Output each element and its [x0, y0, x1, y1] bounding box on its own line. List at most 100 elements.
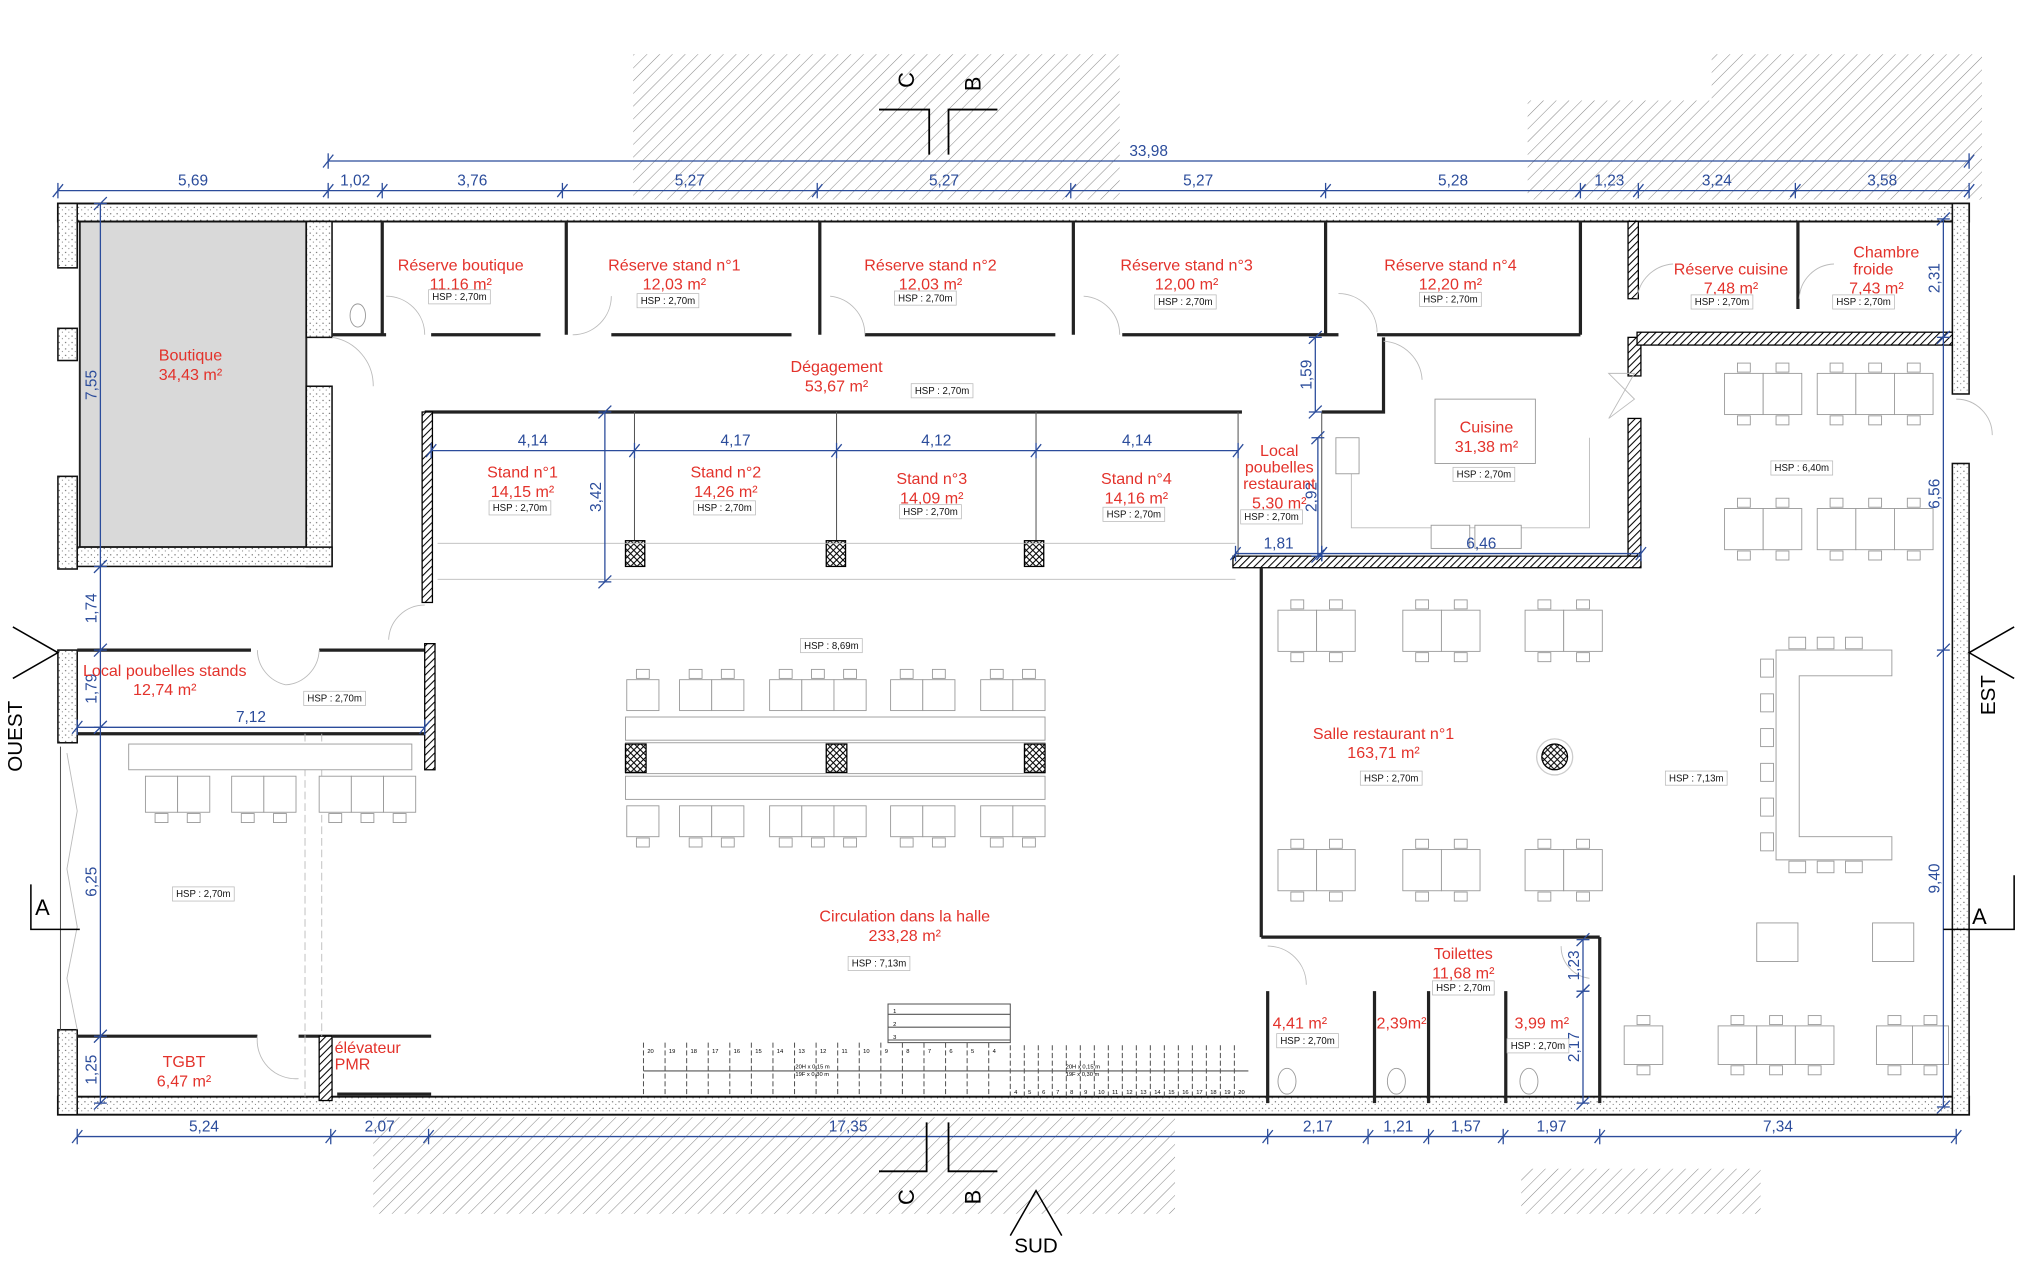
- room-name: restaurant: [1243, 475, 1316, 493]
- chair: [186, 813, 201, 823]
- stair-spec-run: 19F x 0,30 m: [795, 1072, 829, 1078]
- stair-step-number: 12: [820, 1049, 826, 1055]
- interior-walls: [77, 220, 1954, 1104]
- room-area: 3,99 m²: [1515, 1014, 1570, 1032]
- boutique-area[interactable]: [78, 220, 308, 549]
- room-halle-tables[interactable]: HSP : 8,69m: [800, 638, 863, 654]
- chair: [1636, 1065, 1651, 1076]
- chair: [1576, 838, 1590, 849]
- chair: [273, 813, 287, 823]
- poubelles-width-dimension: 1,81: [1264, 535, 1294, 552]
- degagement-width-dimension: 1,59: [1298, 360, 1315, 390]
- table: [1816, 497, 1934, 561]
- chair: [1576, 652, 1590, 663]
- toilettes-hall-dimension: 1,23: [1566, 950, 1583, 980]
- room-area: 31,38 m²: [1455, 438, 1519, 456]
- ceiling-height-label: HSP : 2,70m: [1244, 512, 1298, 523]
- table: [231, 775, 297, 823]
- toilet: [1519, 1067, 1539, 1095]
- ceiling-height-label: HSP : 2,70m: [898, 293, 952, 304]
- table: [1402, 838, 1481, 902]
- chair: [1022, 668, 1036, 679]
- chair: [1829, 362, 1844, 373]
- ceiling-height-box: [303, 690, 366, 706]
- room-area: 163,71 m²: [1347, 744, 1420, 762]
- chair: [1537, 891, 1552, 902]
- chair: [1329, 599, 1343, 610]
- ceiling-height-box: [172, 886, 235, 902]
- chair: [1906, 550, 1921, 561]
- room-area: 12,00 m²: [1155, 276, 1219, 294]
- chair: [1829, 497, 1844, 508]
- chair: [1736, 415, 1751, 426]
- toilettes-depth-dimension: 2,17: [1566, 1032, 1583, 1062]
- room-wc-2[interactable]: 2,39m²: [1377, 1014, 1428, 1032]
- ceiling-height-box: [1690, 294, 1754, 310]
- chair: [843, 668, 857, 679]
- room-salle-restaurant-est[interactable]: HSP : 7,13m: [1664, 770, 1728, 786]
- chair: [1868, 550, 1883, 561]
- bottom-dimension: 1,21: [1383, 1118, 1413, 1135]
- chair: [1923, 1065, 1938, 1076]
- chair: [1290, 652, 1305, 663]
- ceiling-height-box: [1770, 460, 1834, 476]
- room-espace-ouest[interactable]: HSP : 2,70m: [172, 886, 235, 902]
- room-area: 11,16 m²: [430, 276, 493, 294]
- ceiling-height-box: [1154, 294, 1217, 310]
- room-area: 14,16 m²: [1105, 489, 1169, 507]
- stair-step-number: 13: [798, 1049, 804, 1055]
- chair: [1576, 891, 1590, 902]
- top-dimension: 5,27: [675, 172, 705, 189]
- room-name: Circulation dans la halle: [819, 908, 990, 926]
- table: [1816, 362, 1934, 426]
- ceiling-height-box: [1276, 1033, 1339, 1049]
- chair: [1636, 1015, 1651, 1026]
- local-stands-width-dimension: 7,12: [236, 709, 266, 726]
- ceiling-height-box: [693, 500, 756, 516]
- room-name: Réserve stand n°3: [1120, 256, 1253, 274]
- toilet: [1277, 1067, 1297, 1095]
- chair: [778, 668, 793, 679]
- ceiling-height-label: HSP : 2,70m: [176, 889, 230, 900]
- room-salle-est[interactable]: HSP : 6,40m: [1770, 460, 1834, 476]
- room-name: Cuisine: [1460, 419, 1514, 437]
- section-a-west: A: [35, 895, 50, 920]
- ceiling-height-label: HSP : 2,70m: [1364, 773, 1418, 784]
- ceiling-height-label: HSP : 2,70m: [1695, 297, 1749, 308]
- stair-step-number: 13: [1140, 1090, 1146, 1096]
- stair-step-number: 2: [893, 1022, 896, 1028]
- chair: [1887, 1015, 1902, 1026]
- room-name: Toilettes: [1434, 945, 1493, 963]
- chair: [1537, 652, 1552, 663]
- chair: [989, 837, 1004, 848]
- chair: [328, 813, 343, 823]
- room-name: froide: [1853, 260, 1893, 278]
- orientation-east: EST: [1977, 675, 2000, 715]
- bottom-dimension: 1,57: [1451, 1118, 1481, 1135]
- stair-step-number: 6: [1042, 1090, 1045, 1096]
- chair: [240, 813, 255, 823]
